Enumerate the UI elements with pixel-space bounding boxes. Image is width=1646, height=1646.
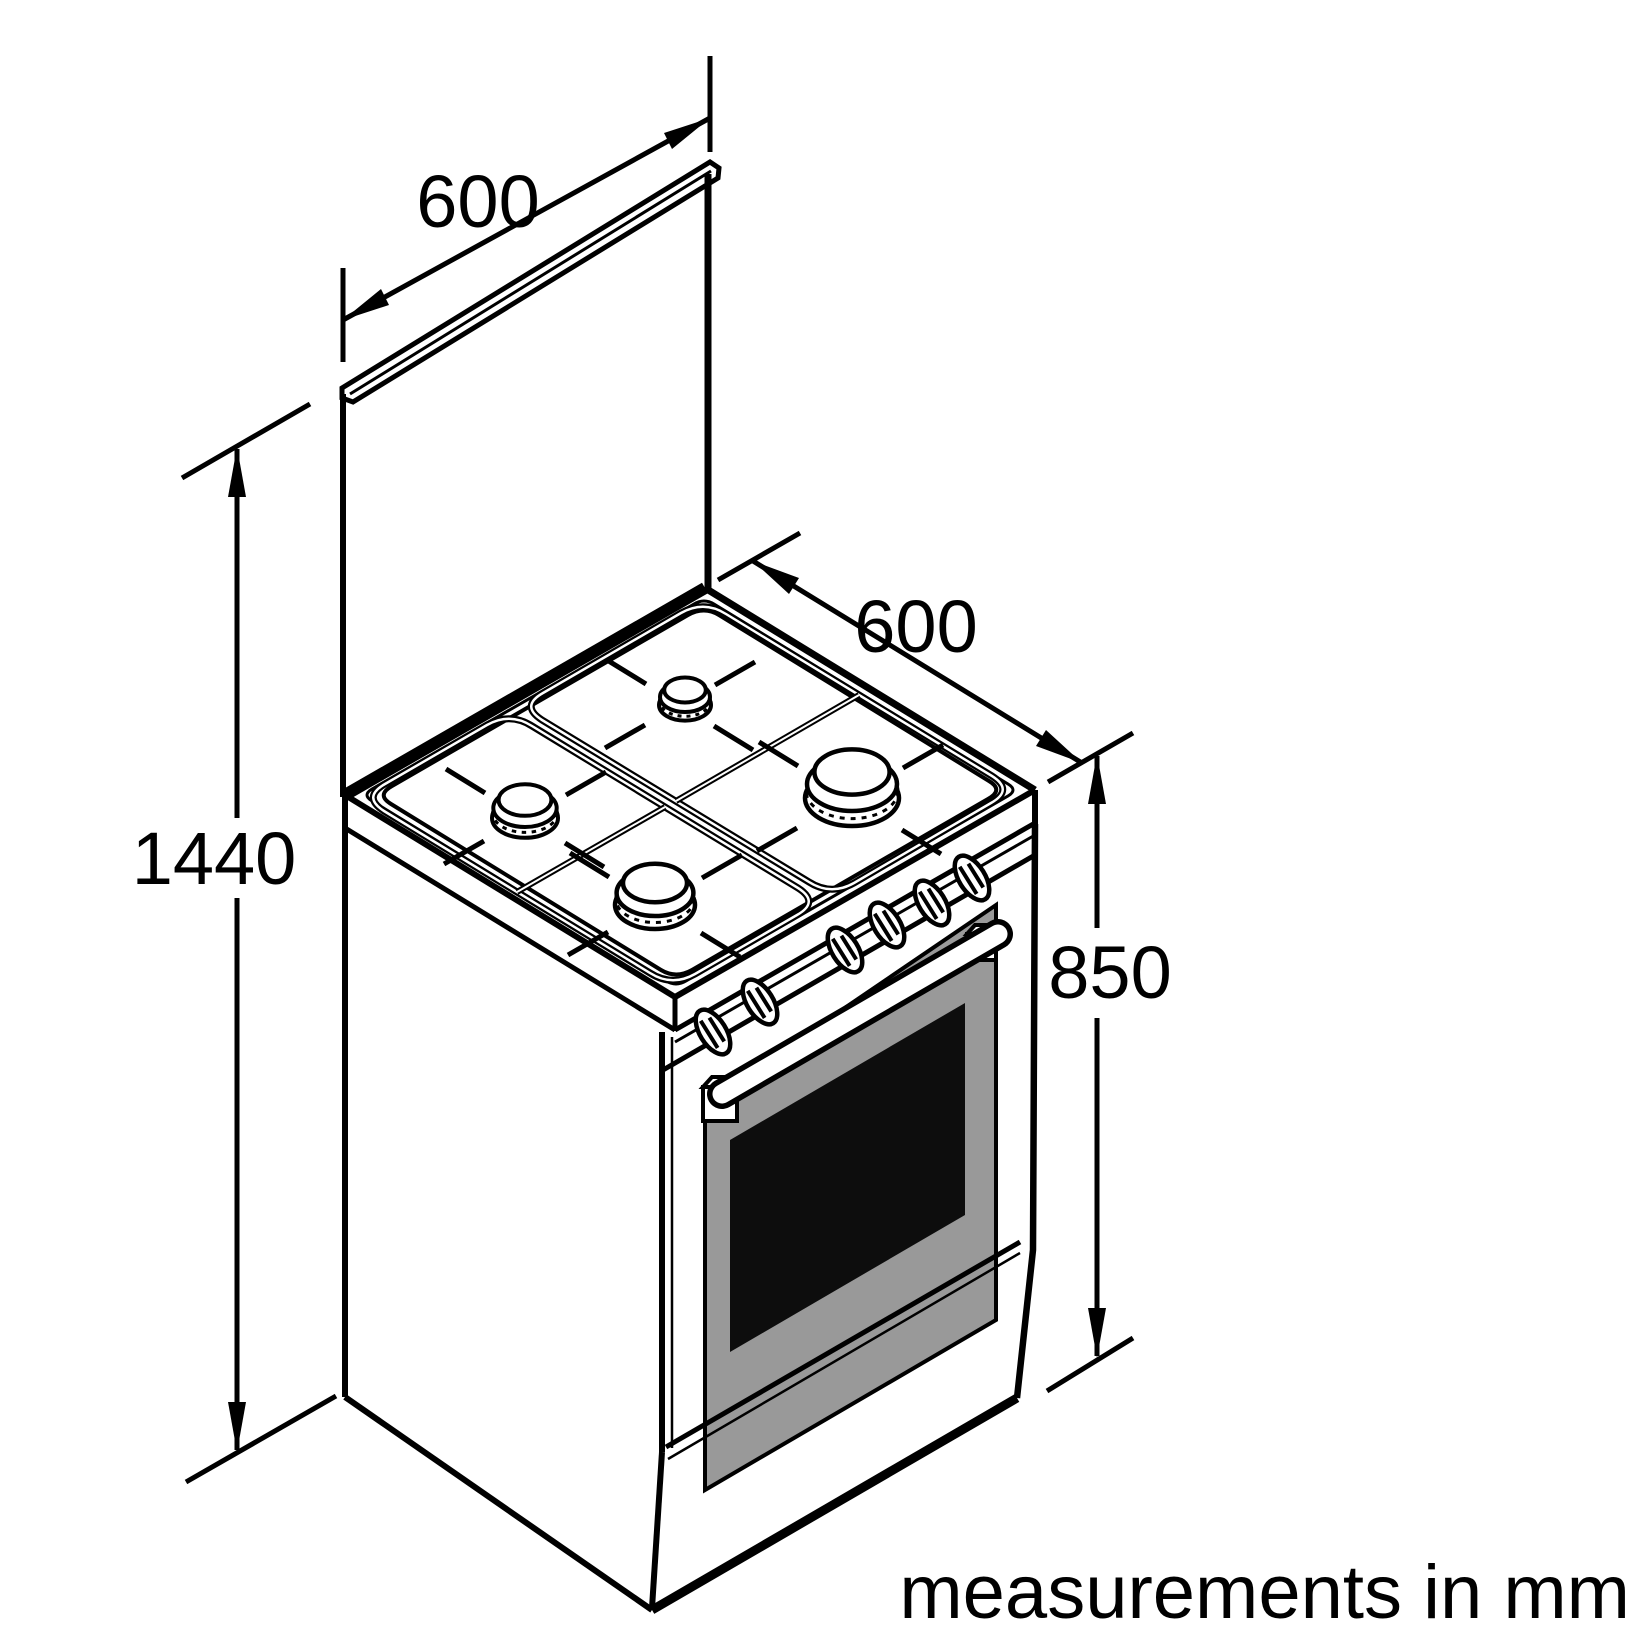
arrowhead-icon: [1088, 754, 1106, 804]
hob-rear-right-edge: [703, 585, 1037, 793]
measurements-note: measurements in mm: [899, 1550, 1630, 1635]
drawer-top-seam-inner: [667, 1251, 1021, 1461]
hob-front-left-edge: [343, 792, 677, 1000]
extension-line: [184, 1393, 338, 1485]
oven-door: [664, 901, 1022, 1494]
arrowhead-icon: [343, 289, 389, 320]
hob-rear-left-edge: [342, 582, 708, 801]
dim-hob-depth: 600: [716, 530, 1135, 785]
dim-label-worktop-height: 850: [1048, 931, 1171, 1014]
hob-front-right-edge: [673, 787, 1037, 1000]
hob-top: [342, 582, 1038, 1044]
pan-support-front: [369, 715, 813, 984]
extension-line: [180, 401, 312, 481]
control-knob: [740, 977, 780, 1027]
burner-front: [612, 861, 698, 932]
dim-worktop-height: 850: [1045, 754, 1172, 1394]
body-base-left-edge: [343, 1394, 654, 1613]
dimension-line: [341, 115, 712, 323]
extension-line: [716, 530, 802, 583]
body-plinth-taper: [649, 1451, 665, 1609]
backguard: [339, 159, 722, 797]
control-knob: [825, 925, 865, 975]
burner-rear-left: [657, 675, 713, 723]
hob-rim-inner-line: [365, 599, 1015, 986]
dim-label-hob-depth: 600: [854, 585, 977, 668]
control-knob: [867, 900, 907, 950]
arrowhead-icon: [228, 447, 246, 497]
dim-backguard-width: 600: [340, 56, 713, 362]
arrowhead-icon: [753, 561, 799, 594]
hob-band-bottom-left: [343, 825, 677, 1033]
arrowhead-icon: [664, 118, 710, 149]
dim-label-backguard-width: 600: [416, 160, 539, 243]
extension-line: [1046, 730, 1135, 785]
control-knob: [952, 853, 992, 903]
body-base-front-edge: [649, 1394, 1020, 1614]
pan-support-fingers: [442, 657, 945, 960]
burner-left: [490, 782, 560, 840]
oven-door-handle: [707, 919, 1013, 1109]
oven-door-window: [730, 1003, 965, 1352]
hob-band-bottom-right: [673, 820, 1037, 1033]
dim-label-total-height: 1440: [132, 817, 297, 900]
backguard-top-rail-inner-line: [349, 169, 712, 396]
extension-line: [1045, 1335, 1135, 1394]
drawer-top-seam: [664, 1239, 1022, 1450]
body-front-right-edge: [1013, 823, 1039, 1399]
control-knobs: [693, 853, 992, 1057]
burner-right: [802, 747, 902, 829]
arrowhead-icon: [1088, 1308, 1106, 1358]
control-knob: [693, 1007, 733, 1057]
dim-total-height: 1440: [132, 401, 338, 1485]
control-knob: [912, 878, 952, 928]
arrowhead-icon: [1036, 730, 1082, 763]
arrowhead-icon: [228, 1402, 246, 1452]
hob-rim-inset-line: [381, 608, 999, 977]
dimension-line: [751, 558, 1084, 766]
